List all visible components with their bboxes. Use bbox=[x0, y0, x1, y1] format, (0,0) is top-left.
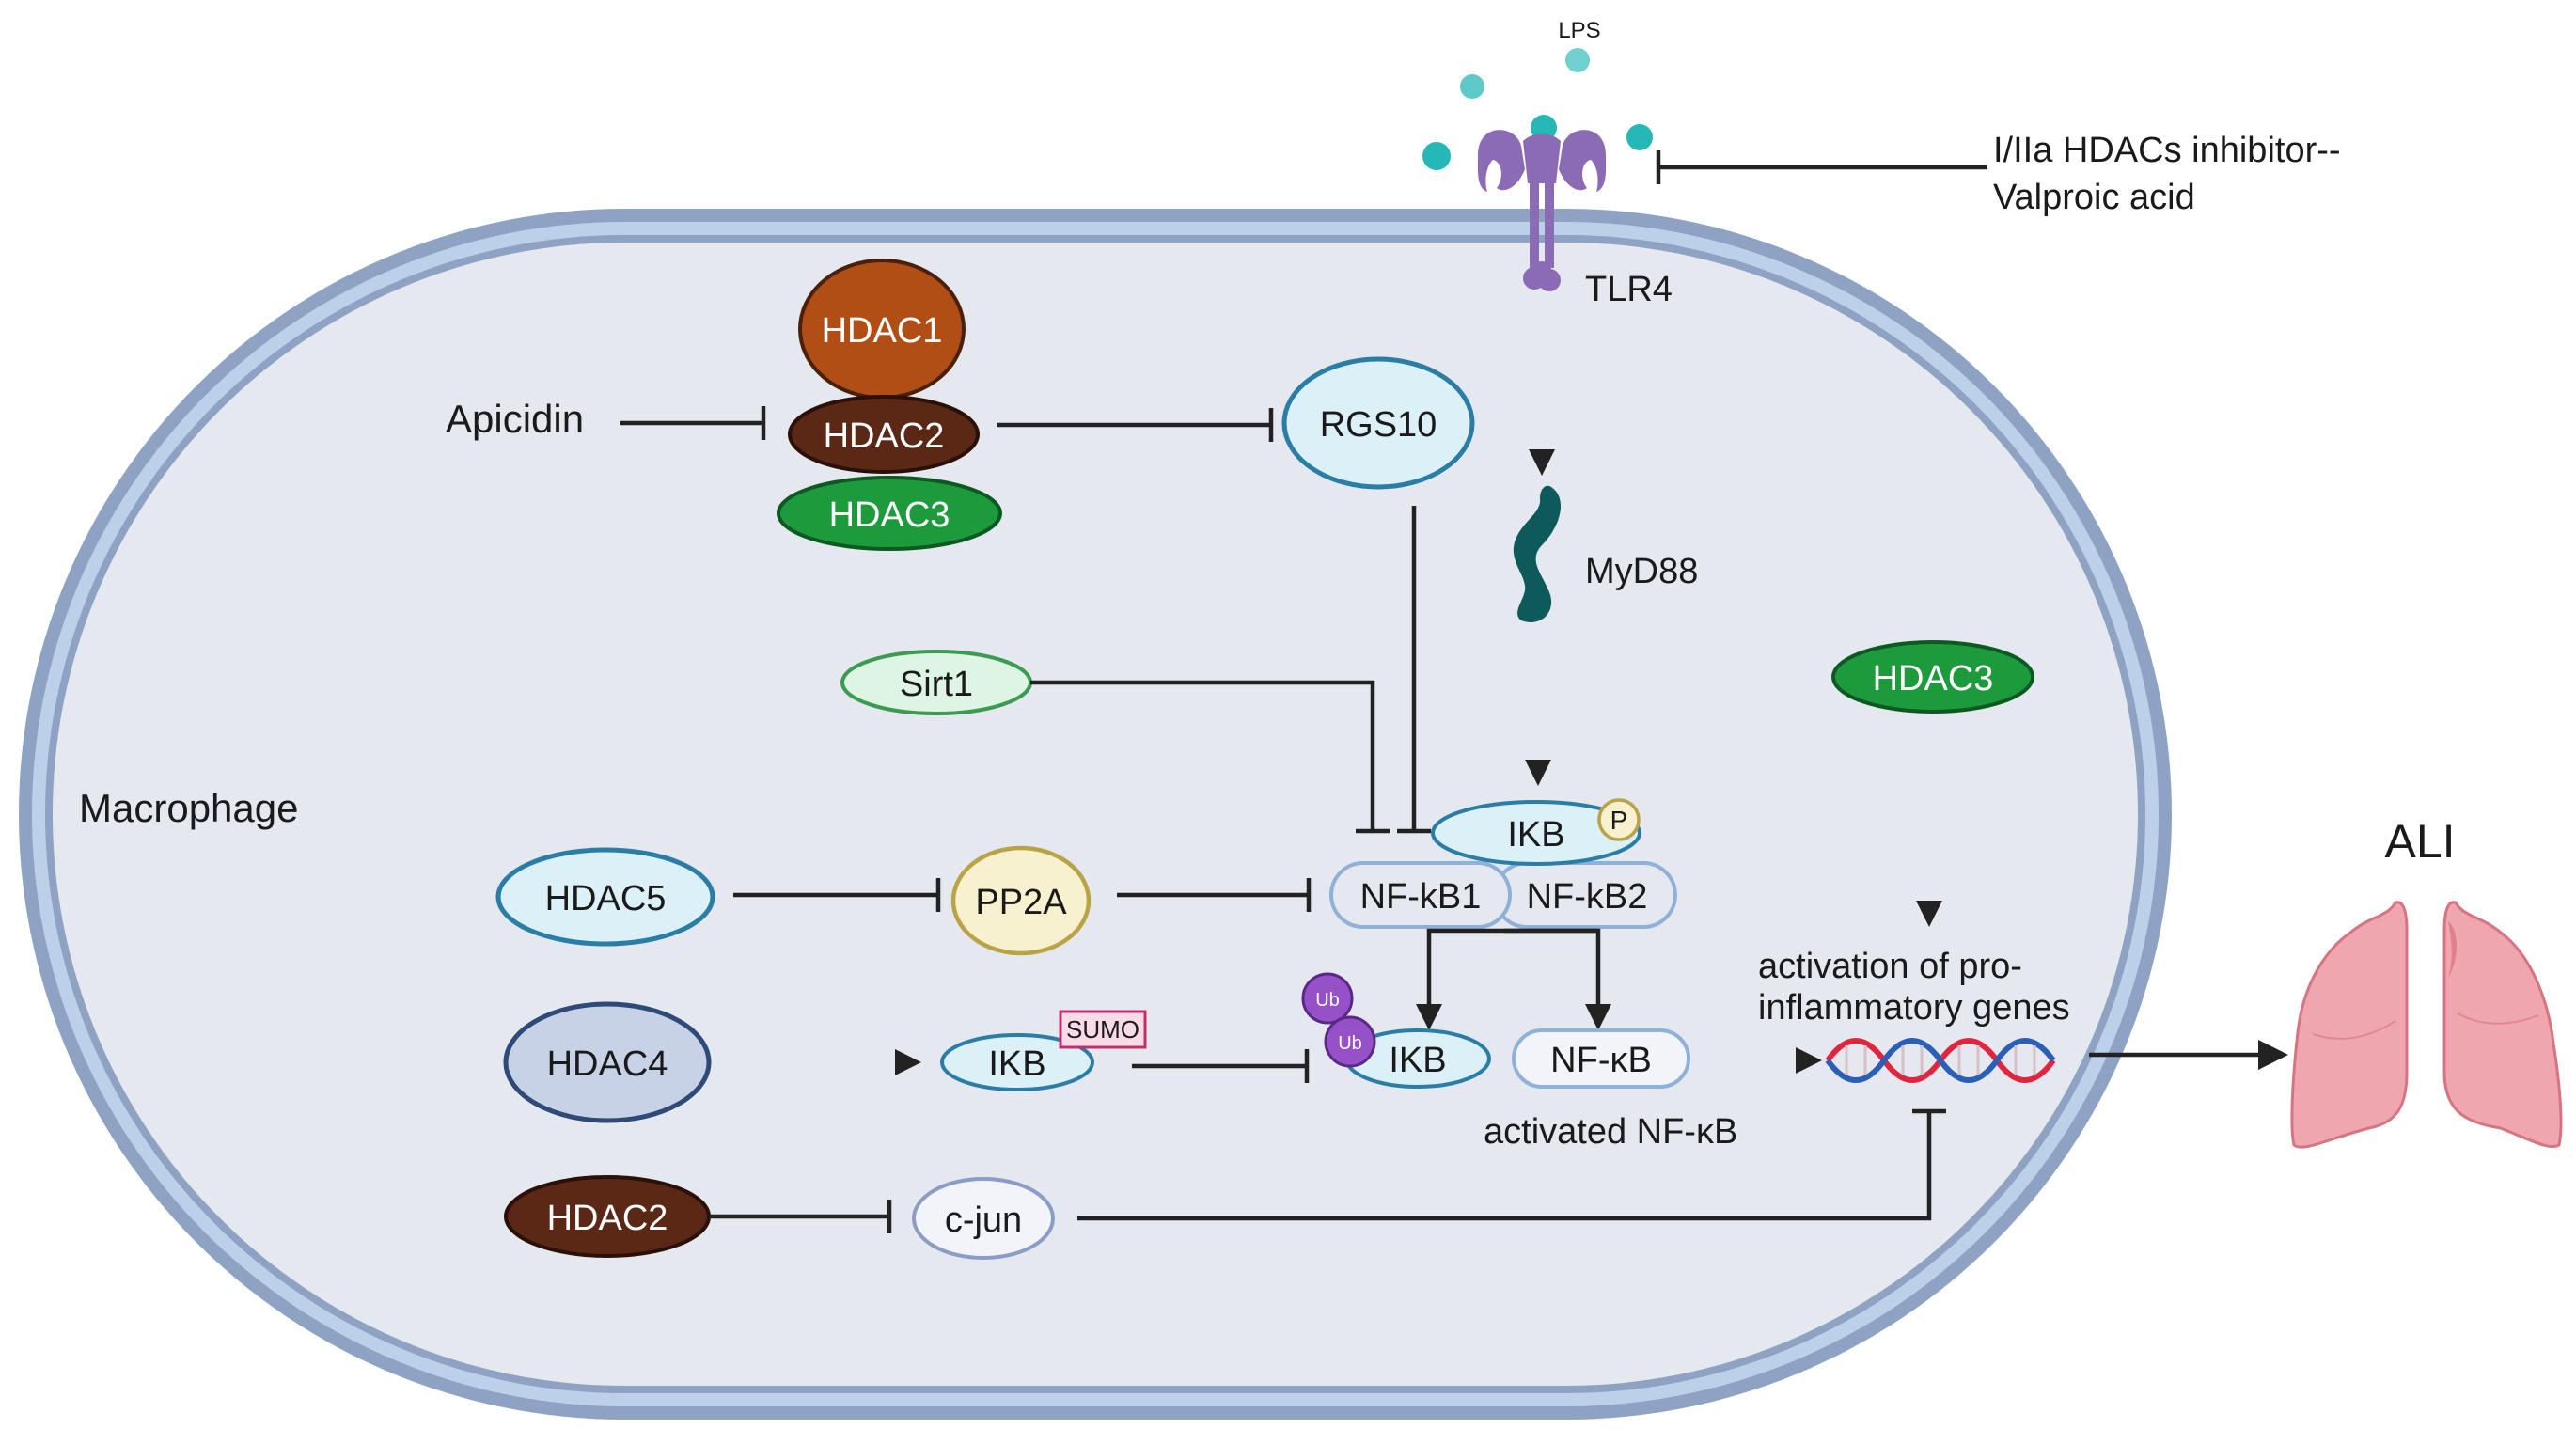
hdac5-node bbox=[495, 847, 715, 947]
macrophage-label: Macrophage bbox=[79, 786, 298, 830]
sumo-tag bbox=[1059, 1010, 1147, 1049]
dna-helix-icon bbox=[1825, 1038, 2056, 1083]
arrowhead bbox=[1585, 1004, 1611, 1030]
inhibitor-label-line2: Valproic acid bbox=[1993, 178, 2195, 217]
ubiquitin-1 bbox=[1301, 972, 1354, 1025]
lps-particle bbox=[1565, 48, 1590, 72]
nfkb-active-node bbox=[1512, 1028, 1690, 1089]
lps-particle bbox=[1626, 124, 1653, 150]
ali-label: ALI bbox=[2384, 815, 2455, 868]
arrowhead bbox=[1796, 1047, 1822, 1074]
nfkb-to-active-nfkb-edge bbox=[1504, 928, 1601, 1008]
arrowhead bbox=[1916, 901, 1942, 927]
nfkb1-node bbox=[1329, 861, 1512, 929]
sumo-tag-label: SUMO bbox=[1066, 1015, 1139, 1044]
inhibitor-label-line1: I/IIa HDACs inhibitor-- bbox=[1993, 131, 2341, 170]
activation-label-line1: activation of pro- bbox=[1758, 947, 2022, 986]
cjun-inhibits-genes-edge bbox=[1077, 1111, 1932, 1221]
sirt1-label: Sirt1 bbox=[900, 665, 973, 704]
ikb-ub-label: IKB bbox=[1389, 1041, 1446, 1080]
myd88-protein-icon bbox=[1513, 485, 1562, 622]
pp2a-label: PP2A bbox=[975, 883, 1067, 922]
cytoplasm bbox=[53, 243, 2138, 1386]
tlr4-label: TLR4 bbox=[1585, 270, 1673, 309]
tlr4-receptor-icon bbox=[1477, 130, 1607, 291]
rgs10-node bbox=[1281, 356, 1475, 490]
hdac1-label: HDAC1 bbox=[822, 311, 943, 351]
phosphate-badge-label: P bbox=[1610, 806, 1628, 835]
ikb-sumo-label: IKB bbox=[988, 1044, 1045, 1084]
activated-nfkb-label: activated NF-κB bbox=[1484, 1112, 1737, 1152]
arrowhead bbox=[2258, 1040, 2288, 1070]
nfkb1-label: NF-kB1 bbox=[1360, 877, 1482, 917]
arrowhead bbox=[895, 1049, 921, 1075]
lps-particle bbox=[1422, 142, 1451, 170]
hdac3-right-node bbox=[1831, 640, 2034, 714]
sirt1-inhibits-nfkb-edge bbox=[1030, 680, 1375, 831]
hdac3-right-label: HDAC3 bbox=[1873, 659, 1994, 698]
arrowhead bbox=[1416, 1004, 1442, 1030]
hdac2-bottom-label: HDAC2 bbox=[547, 1199, 668, 1238]
lps-label: LPS bbox=[1558, 18, 1600, 43]
ubiquitin-2 bbox=[1324, 1015, 1376, 1068]
lps-particle bbox=[1460, 74, 1484, 99]
hdac4-node bbox=[503, 1001, 712, 1123]
activation-label-line2: inflammatory genes bbox=[1758, 988, 2070, 1028]
ubiquitin-2-label: Ub bbox=[1338, 1033, 1362, 1054]
rgs10-label: RGS10 bbox=[1320, 405, 1437, 445]
ikb-sumo-node bbox=[940, 1033, 1094, 1091]
nfkb2-label: NF-kB2 bbox=[1527, 877, 1648, 917]
hdac3-top-node bbox=[777, 476, 1002, 551]
pp2a-node bbox=[950, 845, 1092, 956]
cjun-node bbox=[912, 1177, 1055, 1260]
myd88-label: MyD88 bbox=[1585, 552, 1698, 591]
nfkb-active-label: NF-κB bbox=[1550, 1041, 1652, 1080]
hdac2-top-node bbox=[788, 395, 980, 474]
ikb-phospho-node bbox=[1431, 800, 1641, 866]
hdac3-top-label: HDAC3 bbox=[829, 495, 950, 535]
apicidin-label: Apicidin bbox=[446, 397, 584, 441]
phosphate-badge bbox=[1597, 798, 1641, 841]
lps-particles bbox=[1422, 48, 1653, 170]
hdac2-top-label: HDAC2 bbox=[824, 416, 945, 456]
ikb-phospho-label: IKB bbox=[1507, 815, 1564, 855]
hdac5-label: HDAC5 bbox=[545, 879, 667, 918]
ubiquitin-1-label: Ub bbox=[1315, 990, 1340, 1011]
cjun-label: c-jun bbox=[945, 1201, 1022, 1240]
arrowhead bbox=[1525, 760, 1551, 786]
lungs-icon bbox=[2290, 901, 2563, 1149]
hdac4-label: HDAC4 bbox=[547, 1044, 668, 1084]
arrowhead bbox=[1529, 449, 1555, 476]
